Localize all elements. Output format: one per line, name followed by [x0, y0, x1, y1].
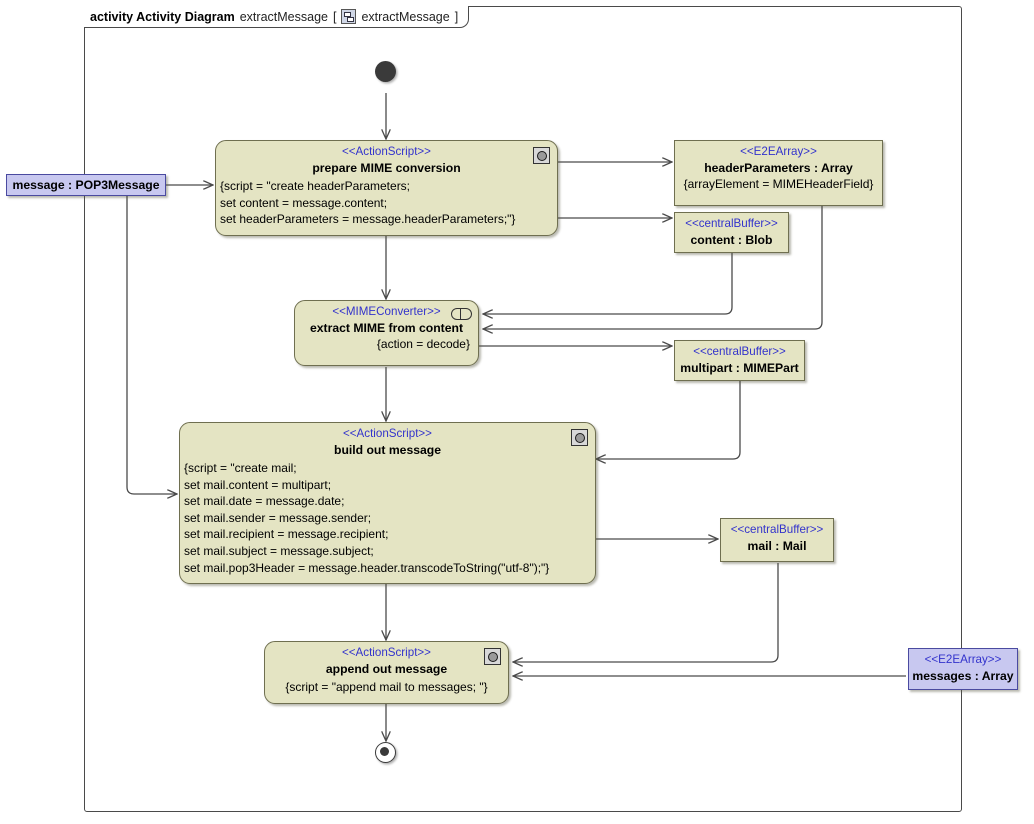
diagram-frame — [84, 6, 962, 812]
activity-final-node — [375, 742, 396, 763]
object-node-messages[interactable]: <<E2EArray>> messages : Array — [908, 648, 1018, 690]
object-multipart-name: multipart : MIMEPart — [680, 361, 799, 375]
action-build-script-line-1: {script = "create mail; — [184, 461, 297, 475]
action-extract-mime-from-content[interactable]: <<MIMEConverter>> extract MIME from cont… — [294, 300, 479, 366]
action-build-script-line-6: set mail.subject = message.subject; — [184, 543, 374, 558]
action-extract-stereotype: <<MIMEConverter>> — [332, 305, 441, 318]
object-mail-name: mail : Mail — [747, 539, 807, 553]
object-multipart-stereotype: <<centralBuffer>> — [693, 345, 786, 358]
frame-bracket-open: [ — [332, 9, 337, 24]
object-node-mail[interactable]: <<centralBuffer>> mail : Mail — [720, 518, 834, 562]
action-extract-name: extract MIME from content — [309, 321, 464, 335]
initial-node — [375, 61, 396, 82]
behavior-pill-icon[interactable] — [451, 308, 472, 320]
object-mail-stereotype: <<centralBuffer>> — [730, 523, 824, 536]
gear-icon[interactable] — [533, 147, 550, 164]
action-prepare-stereotype: <<ActionScript>> — [342, 145, 431, 158]
gear-icon[interactable] — [571, 429, 588, 446]
action-build-script-line-5: set mail.recipient = message.recipient; — [184, 527, 389, 542]
object-messages-name: messages : Array — [912, 669, 1014, 683]
object-header-parameters-stereotype: <<E2EArray>> — [740, 145, 817, 158]
object-node-message[interactable]: message : POP3Message — [6, 174, 166, 196]
action-extract-constraint: {action = decode} — [376, 337, 470, 351]
frame-bracket-close: ] — [454, 9, 459, 24]
frame-keyword: activity Activity Diagram — [90, 9, 235, 24]
action-build-script-line-3: set mail.date = message.date; — [184, 494, 345, 509]
object-content-name: content : Blob — [690, 233, 773, 247]
action-append-name: append out message — [325, 662, 448, 676]
object-node-multipart[interactable]: <<centralBuffer>> multipart : MIMEPart — [674, 340, 805, 381]
action-append-script: {script = "append mail to messages; "} — [285, 680, 488, 694]
action-append-stereotype: <<ActionScript>> — [342, 646, 431, 659]
gear-icon[interactable] — [484, 648, 501, 665]
action-prepare-script-line-3: set headerParameters = message.headerPar… — [220, 212, 516, 227]
action-build-stereotype: <<ActionScript>> — [343, 427, 432, 440]
frame-name: extractMessage — [239, 9, 328, 24]
diagram-icon — [341, 9, 357, 24]
action-append-out-message[interactable]: <<ActionScript>> append out message {scr… — [264, 641, 509, 704]
action-prepare-script-line-1: {script = "create headerParameters; — [220, 179, 411, 193]
action-prepare-name: prepare MIME conversion — [312, 161, 461, 175]
object-node-content[interactable]: <<centralBuffer>> content : Blob — [674, 212, 789, 253]
object-header-parameters-constraint: {arrayElement = MIMEHeaderField} — [683, 177, 874, 191]
frame-inner-name: extractMessage — [361, 9, 450, 24]
action-prepare-script-line-2: set content = message.content; — [220, 195, 388, 210]
action-build-script-line-2: set mail.content = multipart; — [184, 477, 332, 492]
object-messages-stereotype: <<E2EArray>> — [924, 653, 1002, 666]
object-node-header-parameters[interactable]: <<E2EArray>> headerParameters : Array {a… — [674, 140, 883, 206]
action-build-script-line-7: set mail.pop3Header = message.header.tra… — [184, 560, 550, 575]
object-content-stereotype: <<centralBuffer>> — [685, 217, 778, 230]
action-prepare-mime-conversion[interactable]: <<ActionScript>> prepare MIME conversion… — [215, 140, 558, 236]
diagram-frame-header: activity Activity Diagram extractMessage… — [84, 6, 470, 28]
action-build-name: build out message — [334, 443, 441, 457]
action-build-script-line-4: set mail.sender = message.sender; — [184, 510, 372, 525]
action-build-out-message[interactable]: <<ActionScript>> build out message {scri… — [179, 422, 596, 584]
object-header-parameters-name: headerParameters : Array — [704, 161, 853, 175]
object-node-message-label: message : POP3Message — [12, 178, 160, 192]
